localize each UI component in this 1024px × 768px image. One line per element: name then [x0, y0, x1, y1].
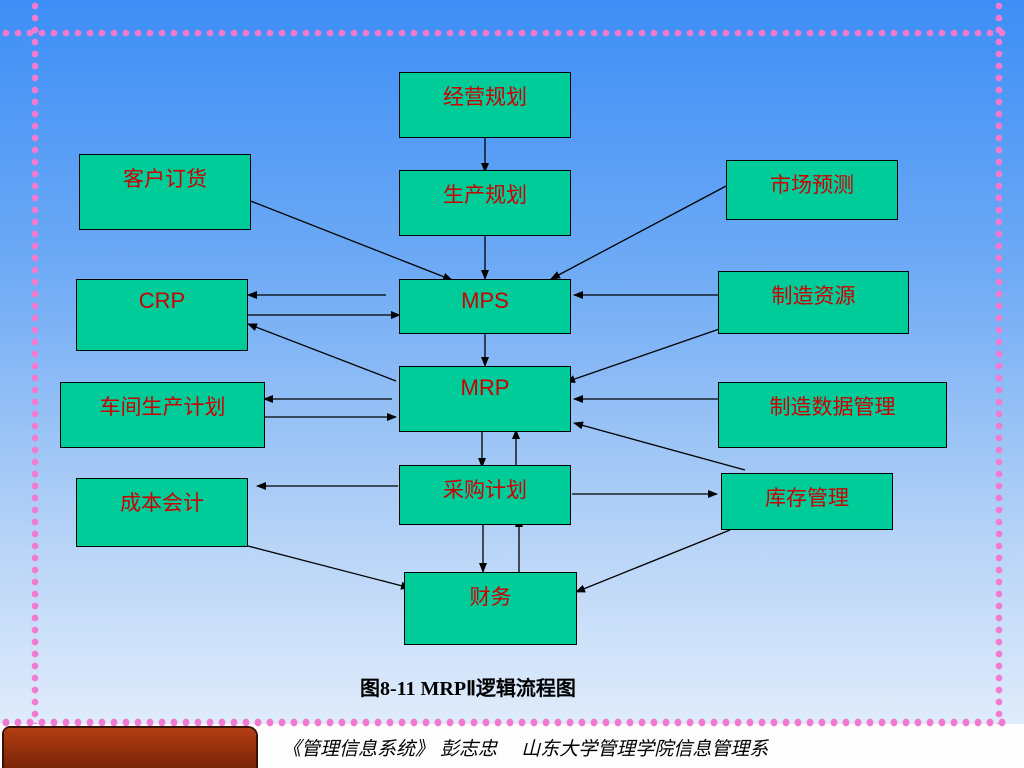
node-mps: MPS [399, 279, 571, 334]
node-crp: CRP [76, 279, 248, 351]
footer-tab [4, 728, 256, 768]
edge-inventory-to-finance [575, 529, 731, 593]
edge-cost-to-finance [247, 545, 411, 590]
footer-dots [0, 718, 1010, 728]
node-cost-accounting: 成本会计 [76, 478, 248, 547]
edge-customer-to-mps [247, 199, 453, 281]
figure-caption: 图8-11 MRPⅡ逻辑流程图 [360, 678, 576, 700]
node-production-plan: 生产规划 [399, 170, 571, 236]
dotted-border-right [994, 0, 1004, 760]
edge-resources-to-mrp [565, 325, 729, 383]
node-market-forecast: 市场预测 [726, 160, 898, 220]
edge-mrp-to-crp [247, 323, 397, 382]
dotted-border-top [0, 28, 1010, 38]
node-customer-orders: 客户订货 [79, 154, 251, 230]
node-finance: 财务 [404, 572, 577, 645]
node-manufacturing-data-mgmt: 制造数据管理 [718, 382, 947, 448]
node-business-plan: 经营规划 [399, 72, 571, 138]
dotted-border-left [30, 0, 40, 760]
node-manufacturing-resources: 制造资源 [718, 271, 909, 334]
footer-text: 《管理信息系统》 彭志忠 山东大学管理学院信息管理系 [282, 738, 769, 760]
node-inventory-mgmt: 库存管理 [721, 473, 893, 530]
edge-inventory-to-mrp [573, 421, 746, 471]
node-shop-floor-plan: 车间生产计划 [60, 382, 265, 448]
edge-market-to-mps [550, 184, 729, 280]
node-purchase-plan: 采购计划 [399, 465, 571, 525]
node-mrp: MRP [399, 366, 571, 432]
